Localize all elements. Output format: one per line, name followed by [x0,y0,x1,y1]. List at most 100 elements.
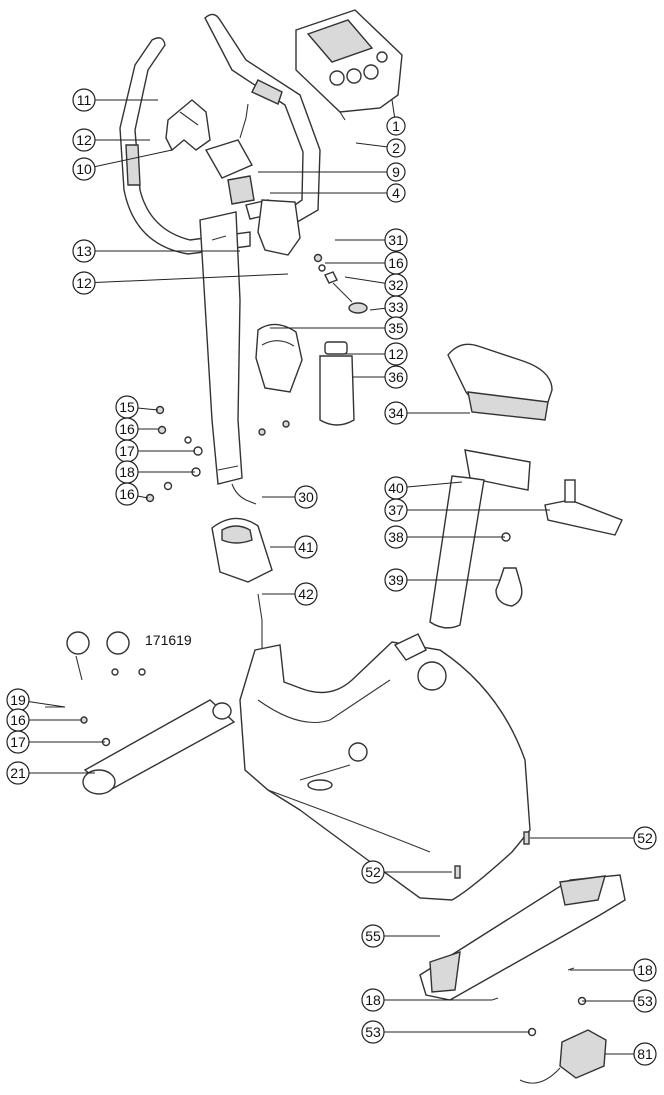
pulse-bracket [204,103,255,205]
callout-c10: 10 [72,157,96,181]
callout-number: 53 [365,1024,381,1040]
callout-c41: 41 [294,535,318,559]
callout-bubble [361,860,385,884]
callout-c81: 81 [633,1042,657,1066]
callout-c19: 19 [6,688,30,712]
callout-number: 81 [637,1046,653,1062]
callout-bubble [294,485,318,509]
callout-c32: 32 [384,273,408,297]
callout-bubble [384,401,408,425]
callout-bubble [633,989,657,1013]
callout-bubble [72,128,96,152]
callout-c11a: 11 [72,88,96,112]
callout-number: 52 [365,864,381,880]
callout-c40: 40 [384,476,408,500]
callout-bubble [6,730,30,754]
seat-slider [544,479,623,536]
callout-c52b: 52 [361,860,385,884]
callout-number: 33 [388,299,404,315]
callout-number: 34 [388,405,404,421]
callout-bubble [294,535,318,559]
saddle [447,343,553,421]
callout-c55: 55 [361,924,385,948]
callout-number: 9 [392,164,400,180]
callout-c15: 15 [115,395,139,419]
callout-bubble [384,498,408,522]
stabilizer-bolts [45,706,111,747]
callout-number: 42 [298,586,314,602]
callout-number: 13 [76,243,92,259]
callout-bubble [72,157,96,181]
callout-c36: 36 [384,365,408,389]
callout-c31: 31 [384,228,408,252]
callout-number: 35 [388,320,404,336]
callout-bubble [384,316,408,340]
callout-bubble [72,239,96,263]
callout-number: 16 [10,712,26,728]
callout-c18a: 18 [115,460,139,484]
callout-number: 30 [298,489,314,505]
callout-c18c: 18 [361,988,385,1012]
bottle-holder [255,323,303,393]
callout-c9: 9 [386,162,406,182]
callout-number: 18 [637,962,653,978]
callout-c37: 37 [384,498,408,522]
callout-c21: 21 [6,761,30,785]
callout-bubble [633,826,657,850]
callout-number: 32 [388,277,404,293]
callout-number: 12 [388,346,404,362]
callout-bubble [633,1042,657,1066]
callout-c2: 2 [386,138,406,158]
callout-c53a: 53 [633,989,657,1013]
callout-number: 18 [365,992,381,1008]
tension-knob-assembly [313,253,368,314]
callout-bubble [384,228,408,252]
callout-number: 10 [76,161,92,177]
callout-c13: 13 [72,239,96,263]
power-adapter [519,1029,607,1084]
callout-number: 18 [119,464,135,480]
callout-bubble [115,482,139,506]
callout-bubble [361,1020,385,1044]
callout-bubble [72,88,96,112]
callout-number: 17 [10,734,26,750]
front-stabilizer [82,699,236,795]
callout-bubble [294,582,318,606]
callout-bubble [384,568,408,592]
callout-c35: 35 [384,316,408,340]
callout-bubble [384,365,408,389]
callout-number: 39 [388,572,404,588]
callout-bubbles: 1112101312151617181619161721129431163233… [6,88,657,1066]
callout-number: 12 [76,132,92,148]
callout-bubble [361,924,385,948]
callout-number: 31 [388,232,404,248]
callout-number: 38 [388,529,404,545]
callout-bubble [361,988,385,1012]
front-post [199,211,257,505]
callout-c16c: 16 [6,708,30,732]
callout-bubble [386,116,406,136]
callout-c34: 34 [384,401,408,425]
callout-bubble [386,162,406,182]
callout-c16d: 16 [384,251,408,275]
callout-leader-c12b [83,273,289,284]
adjustment-knob [495,532,523,607]
callout-leader-c10 [83,149,173,170]
small-hardware-left [145,405,290,503]
callout-c17b: 17 [6,730,30,754]
callout-c39: 39 [384,568,408,592]
console-computer [295,9,403,121]
callout-c12a: 12 [72,128,96,152]
callout-bubble [72,271,96,295]
plain-labels: 171619 [145,632,192,648]
wheel-caps [66,631,146,681]
callout-bubble [384,342,408,366]
callout-number: 17 [119,443,135,459]
rear-stabilizer [419,874,626,1001]
callout-leader-lines [17,99,645,1055]
callout-number: 40 [388,480,404,496]
callout-c12c: 12 [384,342,408,366]
callout-bubble [633,958,657,982]
callout-bubble [386,138,406,158]
